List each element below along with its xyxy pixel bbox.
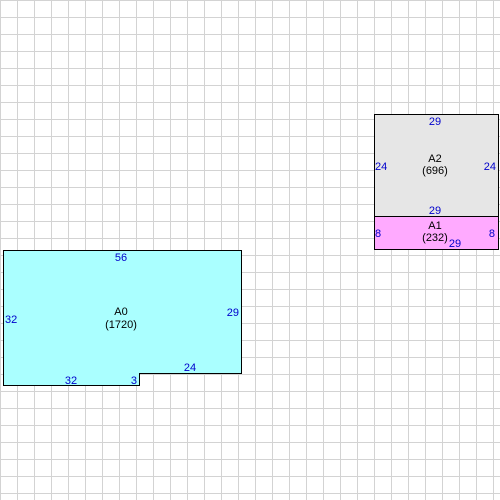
shape-a0-area: (1720) xyxy=(105,319,137,331)
shape-a1-dim-left: 8 xyxy=(375,228,381,240)
shape-a1-dim-right: 8 xyxy=(489,228,495,240)
shape-a0-dim-top: 56 xyxy=(115,252,127,264)
shape-a2-area: (696) xyxy=(422,165,448,177)
shape-a2-name: A2 xyxy=(428,153,441,165)
shape-a1-dim-bottom: 29 xyxy=(449,238,461,250)
shape-a0-dim-bottom-right: 24 xyxy=(184,362,196,374)
shape-a2-outline[interactable] xyxy=(374,114,499,217)
shape-a1-area: (232) xyxy=(422,232,448,244)
shape-a2-dim-bottom: 29 xyxy=(429,205,441,217)
shape-a0-dim-left: 32 xyxy=(5,314,17,326)
shape-a2-dim-right: 24 xyxy=(484,161,496,173)
shape-a0[interactable]: A0 (1720) 56 32 29 32 3 24 xyxy=(3,250,242,388)
shape-a1[interactable]: A1 (232) 8 8 29 xyxy=(374,216,499,251)
shape-a0-name: A0 xyxy=(114,306,127,318)
shape-a0-dim-notch: 3 xyxy=(131,375,137,387)
shape-a0-dim-bottom-left: 32 xyxy=(65,375,77,387)
shape-a1-name: A1 xyxy=(428,220,441,232)
shape-a0-outline[interactable] xyxy=(3,250,242,386)
shape-a2-dim-left: 24 xyxy=(375,161,387,173)
shape-a1-outline[interactable] xyxy=(374,216,499,250)
shape-a2[interactable]: A2 (696) 29 24 24 29 xyxy=(374,114,499,218)
shape-a2-dim-top: 29 xyxy=(429,116,441,128)
shape-a0-dim-right: 29 xyxy=(227,307,239,319)
